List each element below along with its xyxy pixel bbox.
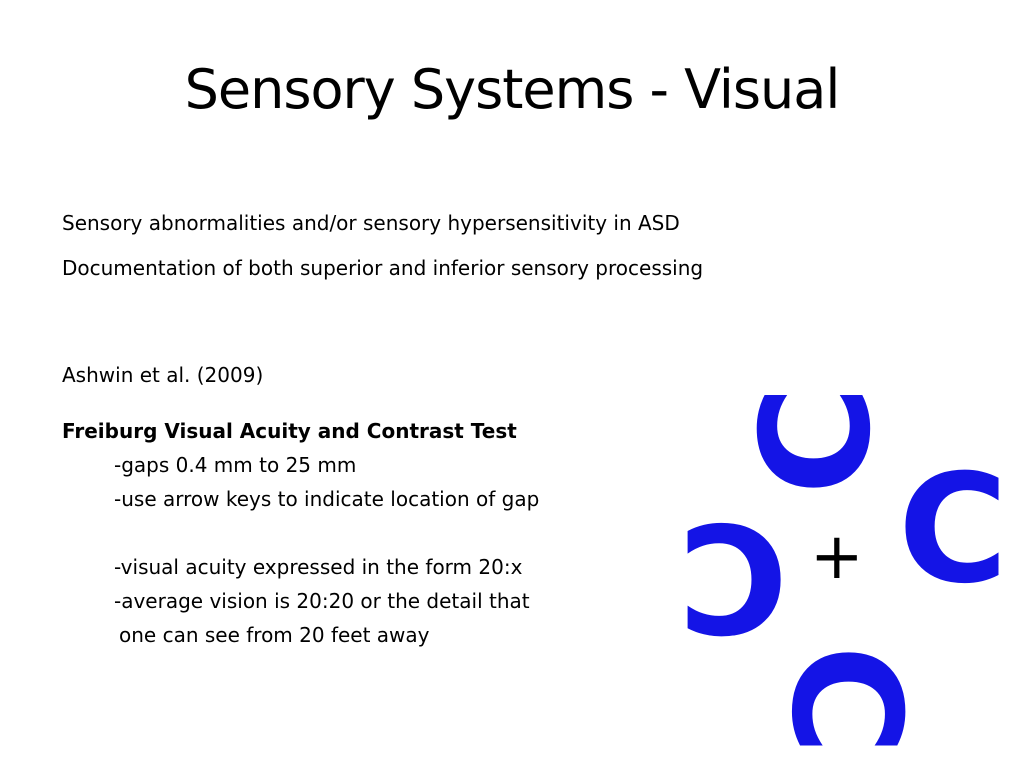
intro-line-documentation: Documentation of both superior and infer… — [62, 256, 704, 280]
test-name: Freiburg Visual Acuity and Contrast Test — [62, 419, 517, 443]
landolt-c-gap-up: C — [758, 644, 933, 756]
detail-twenty-feet: one can see from 20 feet away — [119, 623, 430, 647]
landolt-c-stimulus: C C + C C — [660, 395, 1024, 768]
detail-average-vision: -average vision is 20:20 or the detail t… — [114, 589, 530, 613]
detail-gaps: -gaps 0.4 mm to 25 mm — [114, 453, 357, 477]
landolt-c-gap-right: C — [898, 443, 1009, 617]
slide-title: Sensory Systems - Visual — [184, 58, 841, 121]
detail-arrow-keys: -use arrow keys to indicate location of … — [114, 487, 540, 511]
detail-spacer — [62, 516, 662, 550]
fixation-cross: + — [810, 520, 864, 594]
test-description: Freiburg Visual Acuity and Contrast Test… — [62, 414, 662, 652]
landolt-c-gap-down: C — [730, 395, 905, 496]
detail-acuity-form: -visual acuity expressed in the form 20:… — [114, 555, 523, 579]
intro-line-abnormalities: Sensory abnormalities and/or sensory hyp… — [62, 211, 680, 235]
citation: Ashwin et al. (2009) — [62, 363, 264, 387]
landolt-c-gap-left: C — [678, 489, 789, 663]
